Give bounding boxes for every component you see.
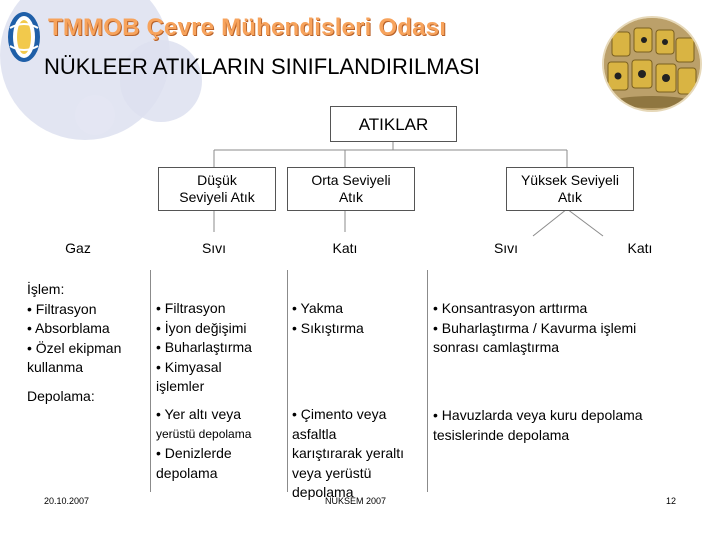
category-kati-high: Katı [627,240,653,256]
sivi-storage-item: • Denizlerde [156,445,232,461]
globe-logo-icon [6,10,42,64]
kati-storage-item: • Çimento veya [292,406,387,422]
sivi-process-item: • İyon değişimi [156,319,247,336]
sivi-process-item: işlemler [156,378,205,394]
high-storage-item: • Havuzlarda veya kuru depolama [433,407,643,423]
column-divider-2 [287,270,288,492]
sivi-storage-item: yerüstü depolama [156,426,252,441]
category-sivi-high: Sıvı [493,240,519,256]
high-process-item: • Buharlaştırma / Kavurma işlemi [433,319,637,336]
radioactive-barrels-photo [604,18,700,110]
kati-storage-item: veya yerüstü [292,464,372,481]
kati-process-item: • Sıkıştırma [292,319,364,336]
sivi-storage-block: • Yer altı veya yerüstü depolama • Deniz… [156,405,286,483]
footer-page-number: 12 [666,496,677,506]
sivi-process-item: • Kimyasal [156,358,222,375]
sivi-process-item: • Buharlaştırma [156,339,252,355]
category-sivi-low: Sıvı [201,240,227,256]
gaz-process-item: • Özel ekipman [27,339,122,356]
high-process-block: • Konsantrasyon arttırma • Buharlaştırma… [433,299,713,358]
root-node-label: ATIKLAR [358,114,429,134]
gaz-process-item: • Absorblama [27,320,110,336]
level-node-low: Düşük Seviyeli Atık [158,167,276,211]
kati-process-block: • Yakma • Sıkıştırma [292,299,426,338]
column-divider-1 [150,270,151,492]
level-node-medium-label: Orta Seviyeli Atık [311,172,391,205]
gaz-process-item: kullanma [27,359,84,375]
gaz-process-heading: İşlem: [27,281,65,297]
footer-author: NÜKSEM 2007 [325,496,387,506]
high-process-item: sonrası camlaştırma [433,339,560,355]
category-gaz: Gaz [65,240,91,256]
category-kati-medium: Katı [332,240,358,256]
root-node-atiklar: ATIKLAR [330,106,457,142]
kati-storage-item: karıştırarak yeraltı [292,445,405,461]
level-node-high: Yüksek Seviyeli Atık [506,167,634,211]
sivi-process-item: • Filtrasyon [156,300,226,316]
kati-process-item: • Yakma [292,300,344,316]
high-storage-item: tesislerinde depolama [433,426,570,443]
level-node-medium: Orta Seviyeli Atık [287,167,415,211]
column-divider-3 [427,270,428,492]
kati-storage-block: • Çimento veya asfaltla karıştırarak yer… [292,405,426,503]
decorative-circle-small [75,95,115,135]
high-process-item: • Konsantrasyon arttırma [433,300,588,316]
footer-date: 20.10.2007 [44,496,90,506]
gaz-process-block: İşlem: • Filtrasyon • Absorblama • Özel … [27,280,149,378]
sivi-storage-item: • Yer altı veya [156,406,242,422]
level-node-high-label: Yüksek Seviyeli Atık [520,172,620,205]
sivi-storage-item: depolama [156,464,218,481]
decorative-circle-medium [120,40,202,122]
gaz-process-item: • Filtrasyon [27,300,97,317]
level-node-low-label: Düşük Seviyeli Atık [179,172,255,205]
kati-storage-item: asfaltla [292,425,337,442]
kati-storage-item: depolama [292,484,354,500]
gaz-storage-heading: Depolama: [27,388,95,404]
organization-title: TMMOB Çevre Mühendisleri Odası [48,14,447,41]
sivi-process-block: • Filtrasyon • İyon değişimi • Buharlaşt… [156,299,286,397]
high-storage-block: • Havuzlarda veya kuru depolama tesisler… [433,406,713,445]
page-title: NÜKLEER ATIKLARIN SINIFLANDIRILMASI [44,54,481,79]
